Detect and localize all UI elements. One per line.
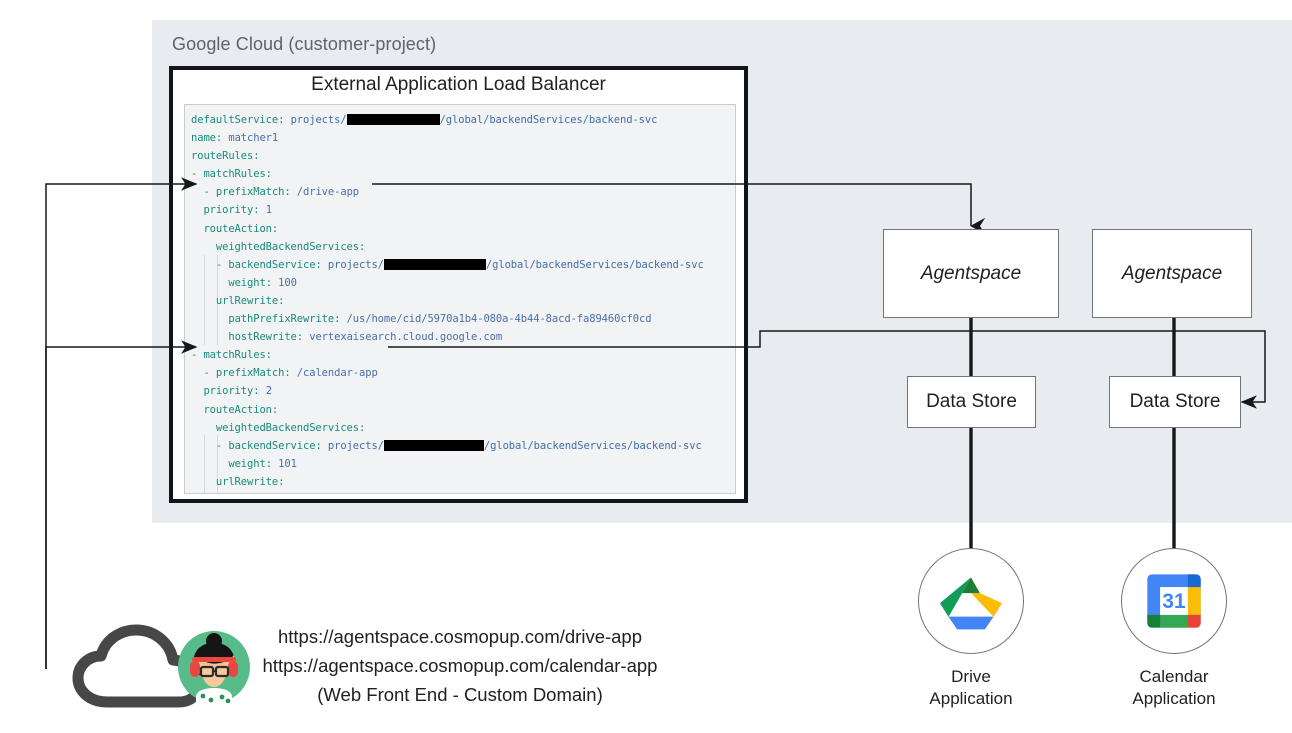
node-agentspace-2-label: Agentspace xyxy=(1121,262,1223,284)
google-calendar-icon: 31 xyxy=(1147,574,1201,628)
app-calendar[interactable]: 31 Calendar Application xyxy=(1099,548,1249,710)
client-urls: https://agentspace.cosmopup.com/drive-ap… xyxy=(210,622,710,709)
yaml-line: routeAction: xyxy=(203,403,279,416)
calendar-day-number: 31 xyxy=(1162,590,1186,613)
yaml-line: weightedBackendServices: xyxy=(215,240,366,253)
client-caption: (Web Front End - Custom Domain) xyxy=(317,684,603,705)
url-map-yaml-block: defaultService: projects//global/backend… xyxy=(184,104,736,494)
yaml-line: defaultService: projects//global/backend… xyxy=(191,114,658,126)
app-drive-label: Drive Application xyxy=(929,667,1013,708)
yaml-line: priority: 1 xyxy=(203,204,272,217)
yaml-line: priority: 2 xyxy=(203,385,272,398)
yaml-line: - prefixMatch: /drive-app xyxy=(203,186,360,199)
yaml-line: - matchRules: xyxy=(191,168,272,181)
google-drive-icon xyxy=(940,577,1002,630)
app-drive[interactable]: Drive Application xyxy=(896,548,1046,710)
load-balancer-title: External Application Load Balancer xyxy=(311,74,606,95)
user-avatar xyxy=(178,631,250,703)
node-data-store-1[interactable]: Data Store xyxy=(907,376,1036,428)
node-agentspace-1[interactable]: Agentspace xyxy=(883,229,1059,318)
yaml-line: pathPrefixRewrite: /us/home/cid/5970a1b4… xyxy=(228,313,652,326)
yaml-lines: defaultService: projects//global/backend… xyxy=(191,111,735,493)
yaml-line: weight: 101 xyxy=(228,457,297,470)
node-data-store-2[interactable]: Data Store xyxy=(1109,376,1241,428)
yaml-line: - prefixMatch: /calendar-app xyxy=(203,367,378,380)
yaml-line: routeRules: xyxy=(191,150,260,163)
yaml-line: routeAction: xyxy=(203,222,279,235)
node-agentspace-2[interactable]: Agentspace xyxy=(1092,229,1252,318)
url-calendar[interactable]: https://agentspace.cosmopup.com/calendar… xyxy=(262,655,658,676)
yaml-line: hostRewrite: vertexaisearch.cloud.google… xyxy=(228,331,503,344)
app-calendar-circle: 31 xyxy=(1121,548,1227,654)
google-cloud-panel-title: Google Cloud (customer-project) xyxy=(172,34,437,54)
yaml-line: - backendService: projects//global/backe… xyxy=(215,439,702,452)
yaml-line: weight: 100 xyxy=(228,276,297,289)
yaml-line: - matchRules: xyxy=(191,349,272,362)
node-data-store-1-label: Data Store xyxy=(926,391,1017,412)
node-agentspace-1-label: Agentspace xyxy=(920,262,1022,284)
yaml-line: name: matcher1 xyxy=(191,132,279,145)
url-drive[interactable]: https://agentspace.cosmopup.com/drive-ap… xyxy=(277,626,643,647)
node-data-store-2-label: Data Store xyxy=(1129,391,1221,412)
yaml-line: urlRewrite: xyxy=(215,475,285,488)
yaml-line: weightedBackendServices: xyxy=(215,421,366,434)
yaml-line: - backendService: projects//global/backe… xyxy=(215,258,704,271)
yaml-line: urlRewrite: xyxy=(215,294,285,307)
app-calendar-label: Calendar Application xyxy=(1132,667,1216,708)
app-drive-circle xyxy=(918,548,1024,654)
